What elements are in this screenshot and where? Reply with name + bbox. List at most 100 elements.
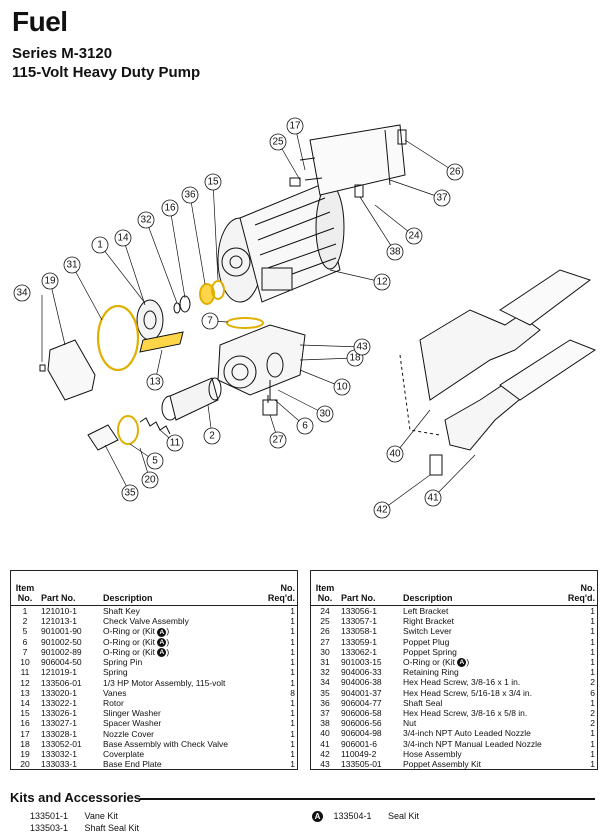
description: Right Bracket — [403, 616, 455, 627]
item-no: 38 — [320, 718, 330, 729]
col-req: No.Req'd. — [565, 570, 598, 606]
description: Base Assembly with Check Valve — [103, 738, 229, 749]
callout-35 — [121, 484, 139, 502]
item-no: 26 — [320, 626, 330, 637]
o-ring-36 — [199, 283, 215, 305]
description: Hex Head Screw, 3/8-16 x 1 in. — [403, 677, 521, 688]
coverplate-illustration — [47, 339, 96, 401]
description: Switch Lever — [403, 626, 452, 637]
callout-1 — [91, 236, 109, 254]
qty-required: 1 — [290, 759, 295, 770]
callout-19-label: 19 — [44, 276, 56, 287]
item-no: 32 — [320, 667, 330, 678]
o-ring-7 — [226, 317, 264, 329]
part-no: 906001-6 — [341, 738, 377, 749]
item-no: 30 — [320, 646, 330, 657]
qty-required: 1 — [290, 718, 295, 729]
callout-27 — [269, 431, 287, 449]
base-end-plate-illustration — [87, 424, 119, 451]
kit-a-badge: A — [157, 627, 167, 637]
description: 3/4-inch NPT Auto Leaded Nozzle — [403, 728, 531, 739]
item-no: 27 — [320, 636, 330, 647]
description: Nut — [403, 718, 417, 729]
part-no: 133028-1 — [41, 728, 77, 739]
callout-15 — [204, 173, 222, 191]
kit-a-badge: A — [157, 637, 167, 647]
col-req: No.Req'd. — [265, 570, 298, 606]
callout-34 — [13, 284, 31, 302]
part-no: 133057-1 — [341, 616, 377, 627]
description: Spacer Washer — [103, 718, 162, 729]
description: Shaft Seal — [403, 697, 443, 708]
item-no: 24 — [320, 606, 330, 616]
kit-part-no: 133503-1 — [30, 823, 69, 833]
part-no: 904001-37 — [341, 687, 382, 698]
callout-12 — [373, 273, 391, 291]
kit-a-badge: A — [312, 811, 323, 823]
callout-34-label: 34 — [16, 288, 28, 299]
base-assembly-illustration — [217, 324, 306, 416]
item-no: 16 — [20, 718, 30, 729]
qty-required: 1 — [590, 667, 595, 678]
description: Spring — [103, 667, 128, 678]
qty-required: 1 — [290, 697, 295, 708]
qty-required: 1 — [590, 657, 595, 668]
qty-required: 1 — [290, 646, 295, 657]
rotor-illustration — [136, 299, 184, 353]
description: 1/3 HP Motor Assembly, 115-volt — [103, 677, 226, 688]
description: Retaining Ring — [403, 667, 459, 678]
callout-42 — [373, 501, 391, 519]
description: Nozzle Cover — [103, 728, 155, 739]
description: 3/4-inch NPT Manual Leaded Nozzle — [403, 738, 542, 749]
kit-description: Shaft Seal Kit — [84, 823, 140, 833]
description: Hose Assembly — [403, 748, 462, 759]
kit-a-badge: A — [157, 648, 167, 658]
part-no: 121010-1 — [41, 606, 77, 616]
part-no: 906004-50 — [41, 657, 82, 668]
part-no: 901002-50 — [41, 636, 82, 647]
description: Left Bracket — [403, 606, 449, 616]
callout-13 — [146, 373, 164, 391]
item-no: 15 — [20, 708, 30, 719]
description: Spring Pin — [103, 657, 143, 668]
part-no: 133058-1 — [341, 626, 377, 637]
col-description: Description — [101, 570, 266, 606]
kit-a-badge: A — [457, 658, 467, 668]
part-no: 906006-58 — [341, 708, 382, 719]
o-ring-5 — [117, 415, 139, 445]
description: Poppet Spring — [403, 646, 457, 657]
item-no: 1 — [22, 606, 28, 616]
callout-32 — [137, 211, 155, 229]
part-no: 904006-38 — [341, 677, 382, 688]
description: Shaft Key — [103, 606, 140, 616]
qty-required: 1 — [290, 636, 295, 647]
kit-part-no: 133504-1 — [333, 811, 372, 821]
callout-5 — [146, 452, 164, 470]
item-no: 20 — [20, 759, 30, 770]
callout-6-label: 6 — [302, 421, 308, 432]
description: Coverplate — [103, 748, 145, 759]
motor-assembly-illustration — [217, 184, 345, 303]
item-no: 35 — [320, 687, 330, 698]
item-no: 40 — [320, 728, 330, 739]
item-no: 25 — [320, 616, 330, 627]
callout-24-label: 24 — [408, 231, 420, 242]
qty-required: 1 — [290, 708, 295, 719]
qty-required: 1 — [590, 616, 595, 627]
qty-required: 1 — [590, 748, 595, 759]
callout-31-label: 31 — [66, 260, 78, 271]
